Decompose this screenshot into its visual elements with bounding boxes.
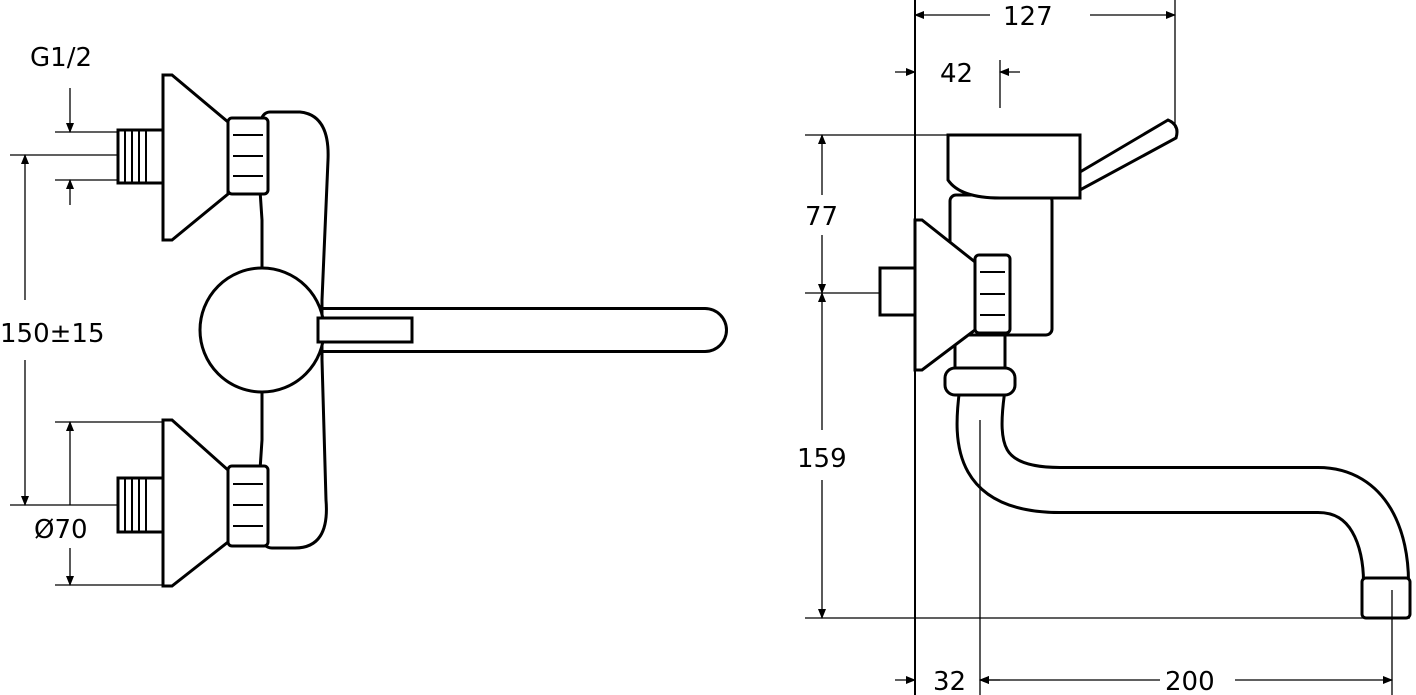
dimension-flange-diameter: Ø70 xyxy=(34,421,163,586)
dimension-200: 200 xyxy=(979,667,1393,695)
spout-reach-label: 200 xyxy=(1165,667,1215,695)
dimension-159: 159 xyxy=(797,292,847,619)
side-view: 127 42 77 159 32 200 xyxy=(797,0,1412,695)
center-distance-label: 150±15 xyxy=(0,319,105,349)
handle-block xyxy=(946,133,1082,200)
overall-depth-label: 127 xyxy=(1003,2,1053,32)
front-view: G1/2 150±15 Ø70 xyxy=(0,43,728,588)
flange-diameter-label: Ø70 xyxy=(34,515,88,545)
top-height-label: 77 xyxy=(805,202,838,232)
dimension-42: 42 xyxy=(895,59,1020,89)
lever-offset-label: 42 xyxy=(940,59,973,89)
lever-front xyxy=(316,316,414,344)
lever-side xyxy=(1078,118,1179,193)
mixer-cartridge-front xyxy=(198,266,326,394)
dimension-77: 77 xyxy=(805,134,838,294)
spout-side xyxy=(955,388,1412,620)
dimension-127: 127 xyxy=(914,2,1176,32)
thread-label: G1/2 xyxy=(30,43,92,73)
dimension-g12: G1/2 xyxy=(30,43,118,205)
outlet-nut xyxy=(943,366,1017,397)
outlet-height-label: 159 xyxy=(797,444,847,474)
dimension-32: 32 xyxy=(895,667,1000,695)
dimension-center-distance: 150±15 xyxy=(0,154,118,506)
top-connection xyxy=(116,73,270,242)
outlet-neck xyxy=(953,333,1007,373)
wall-to-spout-label: 32 xyxy=(933,667,966,695)
nipple-side xyxy=(878,266,917,317)
bottom-connection xyxy=(116,418,270,588)
